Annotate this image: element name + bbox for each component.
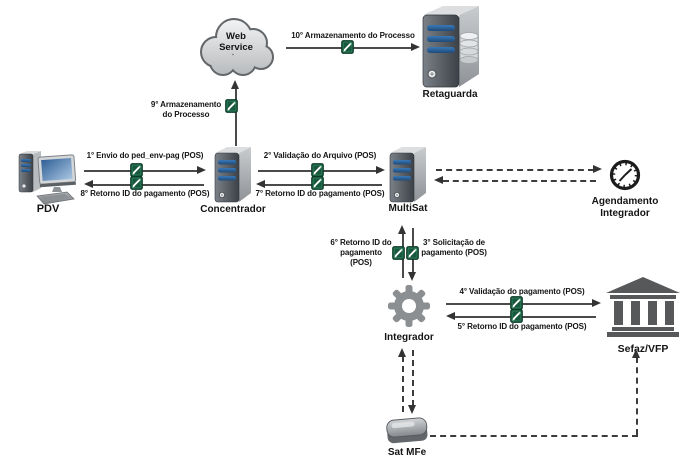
retaguarda-database-server-icon xyxy=(417,6,483,88)
flow-step4-label: 4° Validação do pagamento (POS) xyxy=(459,287,585,296)
document-check-icon xyxy=(341,40,354,54)
arrowhead-left-icon xyxy=(446,312,455,320)
integrador-label: Integrador xyxy=(384,332,434,343)
dashed-line-satmfe-to-sefaz-vertical xyxy=(636,357,638,435)
agendamento-integrador-label: Agendamento Integrador xyxy=(591,196,659,219)
arrowhead-left-icon xyxy=(256,180,265,188)
dashed-line-satmfe-to-sefaz-horizontal xyxy=(430,435,638,437)
bank-icon xyxy=(603,276,683,338)
arrow-sefaz-to-integrador xyxy=(455,316,596,318)
retaguarda-label: Retaguarda xyxy=(422,89,478,100)
pdv-label: PDV xyxy=(36,203,60,215)
arrowhead-left-icon xyxy=(84,180,93,188)
document-check-icon xyxy=(311,163,324,177)
arrowhead-down-icon xyxy=(408,272,416,281)
dashed-arrow-agendamento-to-multisat xyxy=(443,180,596,182)
arrow-concentrador-to-webservice xyxy=(235,88,237,146)
arrowhead-right-icon xyxy=(592,299,601,307)
concentrador-label: Concentrador xyxy=(200,204,266,215)
document-check-icon xyxy=(225,99,238,113)
sat-mfe-label: Sat MFe xyxy=(387,447,427,458)
web-service-label: Web Service xyxy=(219,31,253,53)
gear-icon xyxy=(386,283,432,329)
flow-step6-label: 6° Retorno ID do pagamento (POS) xyxy=(330,238,392,267)
arrowhead-up-icon xyxy=(632,349,640,358)
multisat-label: MultiSat xyxy=(388,203,428,214)
arrow-concentrador-to-pdv xyxy=(93,184,204,186)
arrowhead-up-icon xyxy=(231,80,239,89)
arrowhead-up-icon xyxy=(398,225,406,234)
arrowhead-right-icon xyxy=(197,166,206,174)
dashed-arrow-integrador-to-satmfe xyxy=(412,350,414,406)
document-check-icon xyxy=(392,246,405,260)
flow-step2-label: 2° Validação do Arquivo (POS) xyxy=(263,151,377,160)
arrowhead-right-icon xyxy=(593,165,602,173)
clock-icon xyxy=(608,158,642,192)
flow-step5-label: 5° Retorno ID do pagamento (POS) xyxy=(457,322,587,331)
dashed-arrow-satmfe-to-integrador xyxy=(402,356,404,412)
document-check-icon xyxy=(130,176,143,190)
document-check-icon xyxy=(311,176,324,190)
flow-step1-label: 1° Envio do ped_env-pag (POS) xyxy=(86,151,204,160)
sat-mfe-device-icon xyxy=(384,414,430,446)
flow-step7-label: 7° Retorno ID do pagamento (POS) xyxy=(255,189,385,198)
flow-step3-label: 3° Solicitação de pagamento (POS) xyxy=(421,238,487,257)
arrowhead-left-icon xyxy=(434,176,443,184)
document-check-icon xyxy=(510,309,523,323)
flow-step8-label: 8° Retorno ID do pagamento (POS) xyxy=(80,189,210,198)
document-check-icon xyxy=(130,163,143,177)
document-check-icon xyxy=(510,296,523,310)
flow-step9-label: 9° Armazenamento do Processo xyxy=(150,100,222,119)
flow-step10-label: 10° Armazenamento do Processo xyxy=(291,31,415,40)
arrowhead-right-icon xyxy=(411,43,420,51)
document-check-icon xyxy=(406,246,419,260)
arrowhead-down-icon xyxy=(408,405,416,414)
arrowhead-up-icon xyxy=(398,348,406,357)
dashed-arrow-multisat-to-agendamento xyxy=(436,169,594,171)
pdv-icon xyxy=(17,150,79,208)
sefaz-vfp-label: Sefaz/VFP xyxy=(617,343,669,355)
arrowhead-right-icon xyxy=(376,166,385,174)
